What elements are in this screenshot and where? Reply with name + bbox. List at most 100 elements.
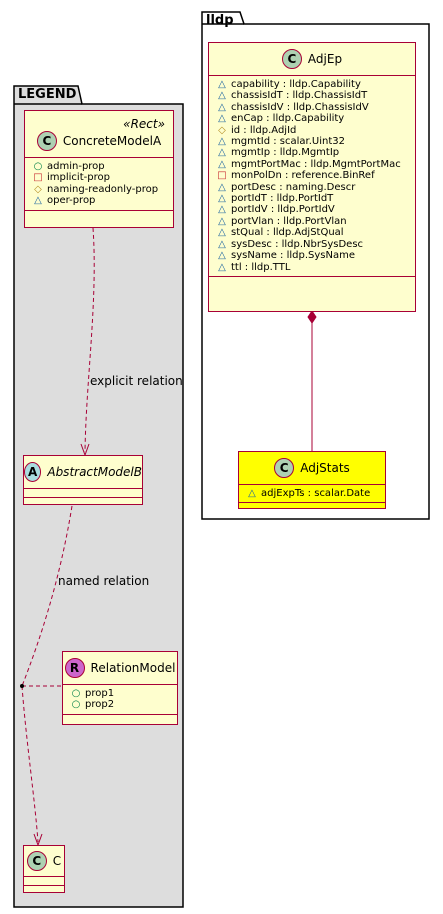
attribute-text: mgmtPortMac : lldp.MgmtPortMac <box>231 158 401 170</box>
legend-package-name: LEGEND <box>18 87 77 102</box>
class-name: AdjEp <box>307 52 343 66</box>
attribute-text: adjExpTs : scalar.Date <box>261 488 371 499</box>
attribute-row: ○ prop2 <box>71 699 177 710</box>
class-name: AbstractModelB <box>47 465 142 479</box>
class-name: C <box>52 854 62 868</box>
private-visibility-icon: □ <box>33 172 43 184</box>
attribute-row: △ oper-prop <box>33 195 173 206</box>
attribute-text: naming-readonly-prop <box>47 183 159 195</box>
attribute-row: ◇ naming-readonly-prop <box>33 184 173 195</box>
attribute-text: prop2 <box>85 699 115 711</box>
abstract-class-a-icon: A <box>24 462 42 482</box>
attribute-text: monPolDn : reference.BinRef <box>231 170 375 182</box>
attribute-row: △ sysName : lldp.SysName <box>217 250 415 261</box>
explicit-relation-label: explicit relation <box>90 374 183 388</box>
attribute-text: portVlan : lldp.PortVlan <box>231 215 347 227</box>
package-visibility-icon: △ <box>218 261 226 273</box>
public-visibility-icon: ○ <box>71 699 81 711</box>
attribute-text: portIdV : lldp.PortIdV <box>231 204 335 216</box>
attribute-row: △ portIdT : lldp.PortIdT <box>217 193 415 204</box>
class-relation-model[interactable]: R RelationModel ○ prop1 ○ prop2 <box>62 651 178 725</box>
package-visibility-icon: △ <box>218 90 226 102</box>
attribute-row: △ mgmtId : scalar.Uint32 <box>217 136 415 147</box>
legend-stereotype: «Rect» <box>123 117 165 131</box>
package-visibility-icon: △ <box>218 136 226 148</box>
class-c-icon: C <box>36 131 57 151</box>
attribute-text: enCap : lldp.Capability <box>231 113 345 125</box>
package-visibility-icon: △ <box>34 195 42 207</box>
attribute-text: id : lldp.AdjId <box>231 124 297 136</box>
class-abstract-model-b[interactable]: A AbstractModelB <box>23 455 143 505</box>
attribute-text: admin-prop <box>47 161 105 172</box>
attribute-row: △ mgmtIp : lldp.MgmtIp <box>217 147 415 158</box>
package-visibility-icon: △ <box>218 215 226 227</box>
package-visibility-icon: △ <box>218 238 226 250</box>
package-visibility-icon: △ <box>218 147 226 159</box>
package-visibility-icon: △ <box>218 101 226 113</box>
attribute-row: △ portDesc : naming.Descr <box>217 182 415 193</box>
class-adjep[interactable]: C AdjEp △ capability : lldp.Capability △ ch… <box>208 42 416 312</box>
package-visibility-icon: △ <box>218 193 226 205</box>
public-visibility-icon: ○ <box>71 688 81 699</box>
attribute-row: △ chassisIdV : lldp.ChassisIdV <box>217 102 415 113</box>
attribute-text: implicit-prop <box>47 172 110 184</box>
attribute-text: sysName : lldp.SysName <box>231 250 355 262</box>
protected-visibility-icon: ◇ <box>218 124 226 136</box>
attribute-row: △ stQual : lldp.AdjStQual <box>217 227 415 238</box>
attribute-text: portIdT : lldp.PortIdT <box>231 193 334 205</box>
attribute-row: □ implicit-prop <box>33 172 173 183</box>
class-c[interactable]: C C <box>23 845 65 893</box>
attribute-row: ○ admin-prop <box>33 161 173 172</box>
package-visibility-icon: △ <box>218 113 226 125</box>
composition-edge <box>307 310 317 451</box>
attribute-row: △ ttl : lldp.TTL <box>217 262 415 273</box>
relation-r-icon: R <box>64 658 85 678</box>
attribute-row: △ sysDesc : lldp.NbrSysDesc <box>217 239 415 250</box>
attribute-text: portDesc : naming.Descr <box>231 181 356 193</box>
package-visibility-icon: △ <box>218 250 226 262</box>
class-c-icon: C <box>281 49 302 69</box>
package-visibility-icon: △ <box>218 79 226 90</box>
package-visibility-icon: △ <box>218 227 226 239</box>
attribute-text: mgmtIp : lldp.MgmtIp <box>231 147 340 159</box>
attribute-row: △ enCap : lldp.Capability <box>217 113 415 124</box>
attribute-text: mgmtId : scalar.Uint32 <box>231 136 345 148</box>
attribute-row: □ monPolDn : reference.BinRef <box>217 170 415 181</box>
protected-visibility-icon: ◇ <box>34 183 42 195</box>
class-c-icon: C <box>274 458 295 478</box>
attribute-text: prop1 <box>85 688 115 699</box>
class-name: RelationModel <box>90 661 176 675</box>
package-visibility-icon: △ <box>218 181 226 193</box>
attribute-row: △ adjExpTs : scalar.Date <box>247 488 385 499</box>
attribute-list: ○ prop1 ○ prop2 <box>63 685 177 714</box>
attribute-text: stQual : lldp.AdjStQual <box>231 227 344 239</box>
class-c-icon: C <box>26 851 47 871</box>
package-visibility-icon: △ <box>218 158 226 170</box>
attribute-row: ◇ id : lldp.AdjId <box>217 125 415 136</box>
attribute-list: △ adjExpTs : scalar.Date <box>239 485 385 502</box>
attribute-list: △ capability : lldp.Capability △ chassisIdT… <box>209 76 415 276</box>
attribute-text: chassisIdT : lldp.ChassisIdT <box>231 90 368 102</box>
package-visibility-icon: △ <box>218 204 226 216</box>
class-adjstats[interactable]: C AdjStats △ adjExpTs : scalar.Date <box>238 451 386 509</box>
class-name: ConcreteModelA <box>62 134 162 148</box>
attribute-row: ○ prop1 <box>71 688 177 699</box>
package-visibility-icon: △ <box>248 488 256 499</box>
attribute-row: △ portVlan : lldp.PortVlan <box>217 216 415 227</box>
attribute-row: △ capability : lldp.Capability <box>217 79 415 90</box>
lldp-package-name: lldp <box>206 13 234 28</box>
attribute-text: sysDesc : lldp.NbrSysDesc <box>231 238 364 250</box>
attribute-text: capability : lldp.Capability <box>231 79 361 90</box>
attribute-text: oper-prop <box>47 195 96 207</box>
attribute-text: chassisIdV : lldp.ChassisIdV <box>231 101 369 113</box>
private-visibility-icon: □ <box>217 170 227 182</box>
attribute-list: ○ admin-prop □ implicit-prop ◇ naming-readonl… <box>25 158 173 210</box>
named-relation-label: named relation <box>58 574 150 588</box>
class-concrete-model-a[interactable]: «Rect» C ConcreteModelA ○ admin-prop □ impl… <box>24 110 174 228</box>
attribute-text: ttl : lldp.TTL <box>231 261 291 273</box>
attribute-row: △ mgmtPortMac : lldp.MgmtPortMac <box>217 159 415 170</box>
class-name: AdjStats <box>300 461 350 475</box>
attribute-row: △ portIdV : lldp.PortIdV <box>217 204 415 215</box>
attribute-row: △ chassisIdT : lldp.ChassisIdT <box>217 90 415 101</box>
public-visibility-icon: ○ <box>33 161 43 172</box>
